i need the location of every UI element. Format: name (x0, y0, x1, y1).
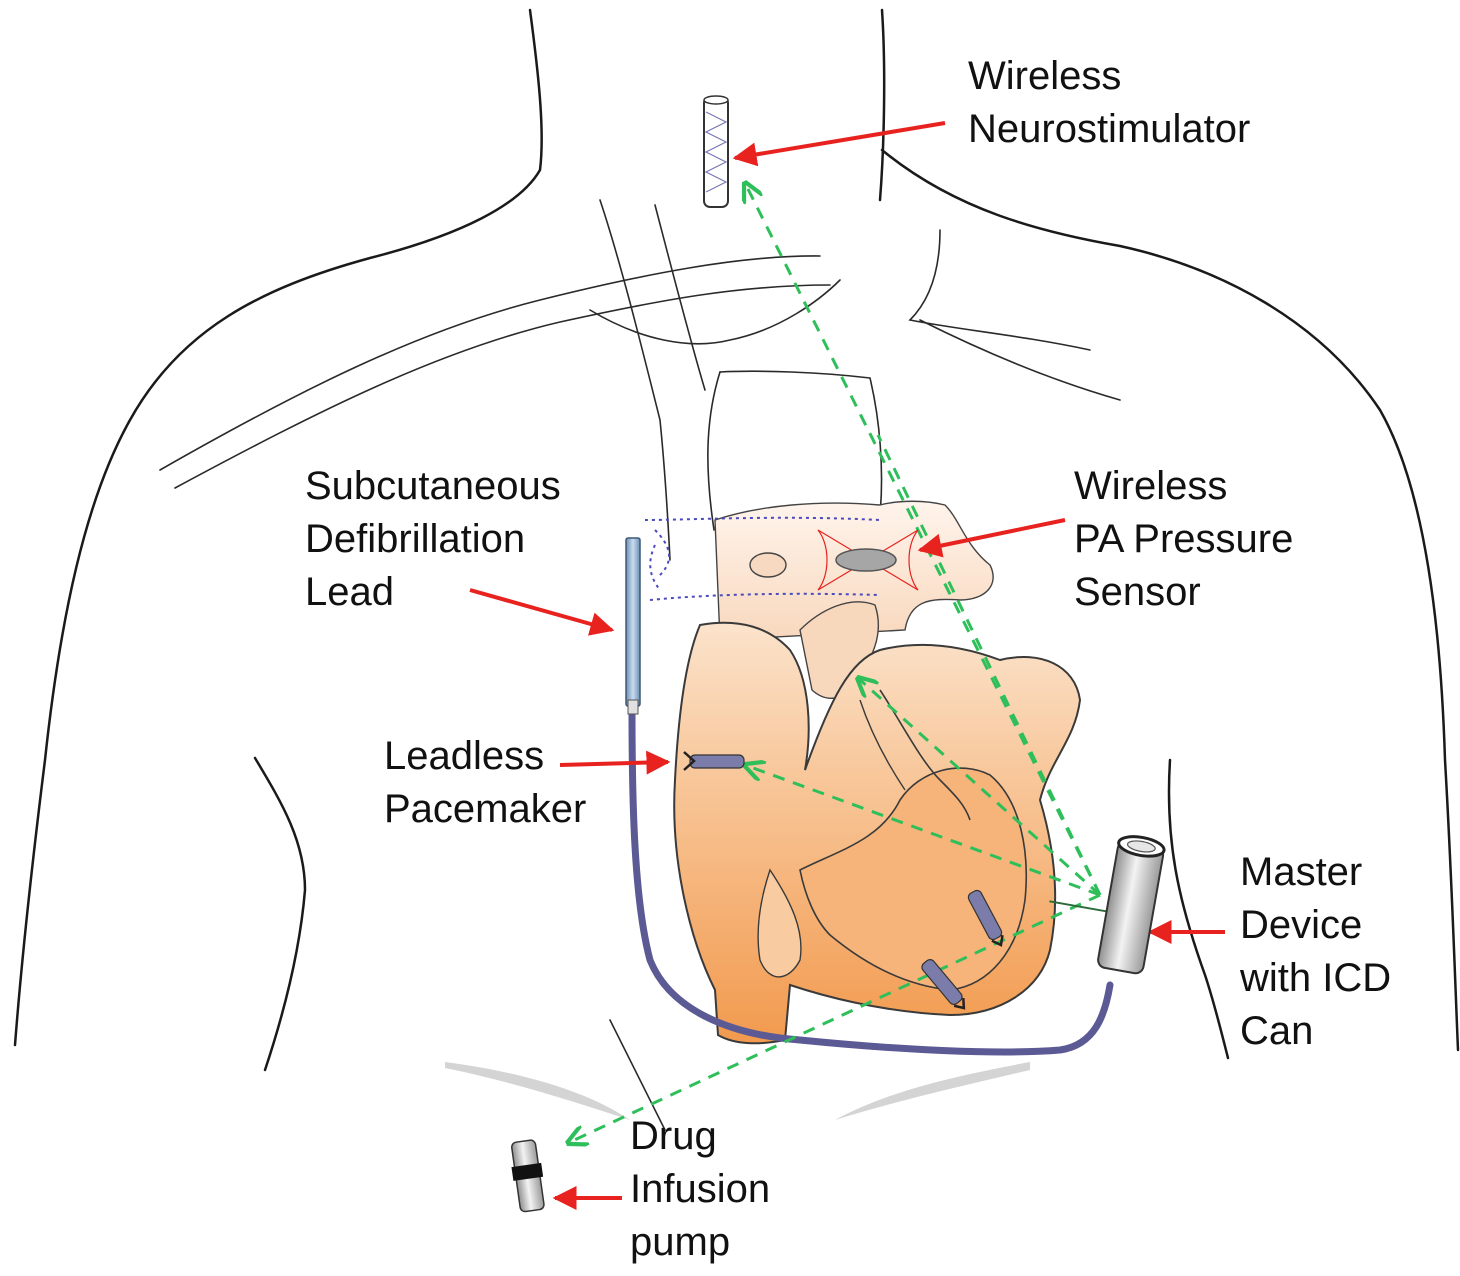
cylinder-can-icon (1040, 824, 1166, 975)
label-line: Wireless (968, 50, 1250, 103)
coil-cylinder-icon (704, 96, 728, 207)
label-line: Pacemaker (384, 783, 586, 836)
label-line: Infusion (630, 1163, 770, 1216)
arrow-neurostimulator (735, 123, 945, 158)
label-line: Can (1240, 1005, 1391, 1058)
label-line: Defibrillation (305, 513, 561, 566)
label-line: PA Pressure (1074, 513, 1293, 566)
rod-lead-icon (626, 538, 640, 714)
label-line: Leadless (384, 730, 586, 783)
label-line: Wireless (1074, 460, 1293, 513)
label-line: pump (630, 1216, 770, 1269)
label-line: Subcutaneous (305, 460, 561, 513)
label-drug-pump: Drug Infusion pump (630, 1110, 770, 1269)
label-line: with ICD (1240, 952, 1391, 1005)
label-line: Device (1240, 899, 1391, 952)
label-line: Sensor (1074, 566, 1293, 619)
banded-cylinder-icon (508, 1139, 547, 1212)
label-line: Master (1240, 846, 1391, 899)
label-line: Lead (305, 566, 561, 619)
label-master-device: Master Device with ICD Can (1240, 846, 1391, 1058)
label-line: Drug (630, 1110, 770, 1163)
heart (674, 623, 1080, 1043)
label-defib-lead: Subcutaneous Defibrillation Lead (305, 460, 561, 619)
label-pa-sensor: Wireless PA Pressure Sensor (1074, 460, 1293, 619)
label-pacemaker: Leadless Pacemaker (384, 730, 586, 836)
label-neurostimulator: Wireless Neurostimulator (968, 50, 1250, 156)
label-line: Neurostimulator (968, 103, 1250, 156)
